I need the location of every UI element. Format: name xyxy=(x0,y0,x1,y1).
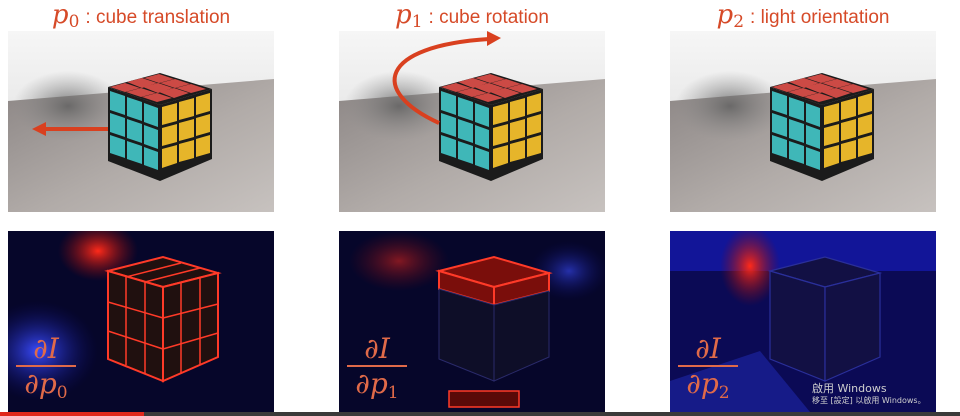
panel-light-orientation: p2 : light orientation ∂I ∂p2 xyxy=(670,0,936,416)
param-index: 0 xyxy=(68,12,80,32)
panel-cube-translation: p0 : cube translation xyxy=(8,0,274,416)
panel-caption: p1 : cube rotation xyxy=(339,0,605,32)
derivative-denominator: ∂p xyxy=(24,367,57,400)
gradient-image: ∂I ∂p2 xyxy=(670,231,936,412)
rendered-image xyxy=(339,31,605,212)
derivative-index: 0 xyxy=(56,383,68,403)
watermark-title: 啟用 Windows xyxy=(812,382,887,395)
fraction-bar xyxy=(16,365,76,367)
derivative-numerator: ∂I xyxy=(364,332,390,365)
video-progress-played xyxy=(0,412,144,416)
derivative-index: 2 xyxy=(718,383,730,403)
partial-derivative-label: ∂I ∂p2 xyxy=(672,334,744,408)
derivative-denominator: ∂p xyxy=(355,367,388,400)
rendered-image xyxy=(670,31,936,212)
param-index: 2 xyxy=(733,12,745,32)
param-symbol: p xyxy=(716,0,734,30)
caption-text: : cube translation xyxy=(85,7,231,28)
panel-caption: p0 : cube translation xyxy=(8,0,274,32)
panel-caption: p2 : light orientation xyxy=(670,0,936,32)
param-index: 1 xyxy=(411,12,423,32)
derivative-numerator: ∂I xyxy=(695,332,721,365)
param-symbol: p xyxy=(51,0,69,30)
param-symbol: p xyxy=(395,0,412,30)
video-progress-bar[interactable] xyxy=(0,412,960,416)
derivative-numerator: ∂I xyxy=(33,332,59,365)
rendered-image xyxy=(8,31,274,212)
translation-arrow-icon xyxy=(32,122,108,136)
fraction-bar xyxy=(347,365,407,367)
watermark-subtitle: 移至 [設定] 以啟用 Windows。 xyxy=(812,396,926,405)
derivative-denominator: ∂p xyxy=(686,367,719,400)
caption-text: : light orientation xyxy=(750,7,890,28)
panel-cube-rotation: p1 : cube rotation xyxy=(339,0,605,416)
partial-derivative-label: ∂I ∂p0 xyxy=(10,334,82,408)
gradient-image: ∂I ∂p1 xyxy=(339,231,605,412)
windows-activation-watermark: 啟用 Windows 移至 [設定] 以啟用 Windows。 xyxy=(812,382,952,406)
rotation-arrow-icon xyxy=(392,31,501,125)
gradient-image: ∂I ∂p0 xyxy=(8,231,274,412)
derivative-index: 1 xyxy=(387,383,399,403)
caption-text: : cube rotation xyxy=(428,7,549,28)
partial-derivative-label: ∂I ∂p1 xyxy=(341,334,413,408)
fraction-bar xyxy=(678,365,738,367)
